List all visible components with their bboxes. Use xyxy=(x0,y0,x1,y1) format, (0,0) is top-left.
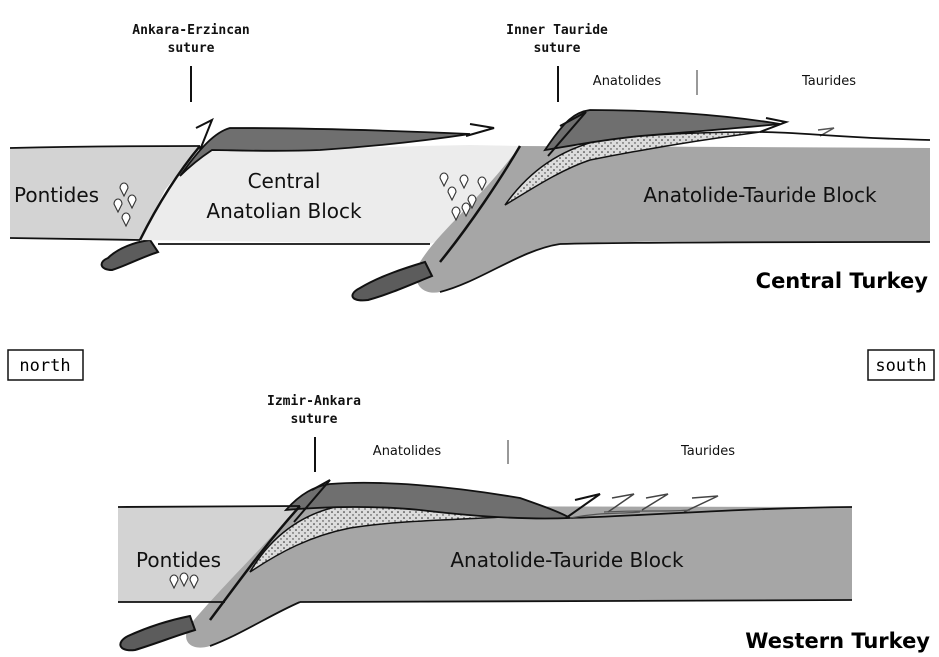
taurides-label-western: Taurides xyxy=(680,444,735,459)
subducting-slab-south-central xyxy=(352,262,432,300)
anatolide-tauride-label-western: Anatolide-Tauride Block xyxy=(450,548,684,572)
ankara-erzincan-suture-label-1: Ankara-Erzincan xyxy=(132,23,249,38)
granite-plutons-western xyxy=(170,573,198,588)
western-turkey-title: Western Turkey xyxy=(745,629,930,653)
pontides-label-central: Pontides xyxy=(14,183,99,207)
anatolides-label-western: Anatolides xyxy=(373,444,442,459)
thrust-marker-2 xyxy=(466,124,494,136)
anatolide-tauride-label-central: Anatolide-Tauride Block xyxy=(643,183,877,207)
central-anatolian-label-1: Central xyxy=(248,169,321,193)
ankara-erzincan-suture-label-2: suture xyxy=(168,41,215,56)
central-anatolian-label-2: Anatolian Block xyxy=(206,199,362,223)
izmir-ankara-suture-label-1: Izmir-Ankara xyxy=(267,394,361,409)
central-turkey-section: Ankara-Erzincan suture Inner Tauride sut… xyxy=(10,23,930,300)
western-turkey-section: Izmir-Ankara suture Anatolides Taurides … xyxy=(118,394,930,653)
south-label: south xyxy=(875,356,926,376)
taurides-label-central: Taurides xyxy=(801,74,856,89)
anatolide-tauride-block-western xyxy=(186,506,852,648)
direction-indicators: north south xyxy=(8,350,934,380)
central-turkey-title: Central Turkey xyxy=(756,269,929,293)
subducting-slab-western xyxy=(120,616,195,650)
north-label: north xyxy=(19,356,70,376)
inner-tauride-suture-label-1: Inner Tauride xyxy=(506,23,608,38)
subducting-slab-north-central xyxy=(102,240,158,270)
inner-tauride-suture-label-2: suture xyxy=(534,41,581,56)
izmir-ankara-suture-label-2: suture xyxy=(291,412,338,427)
pontides-label-western: Pontides xyxy=(136,548,221,572)
anatolides-label-central: Anatolides xyxy=(593,74,662,89)
